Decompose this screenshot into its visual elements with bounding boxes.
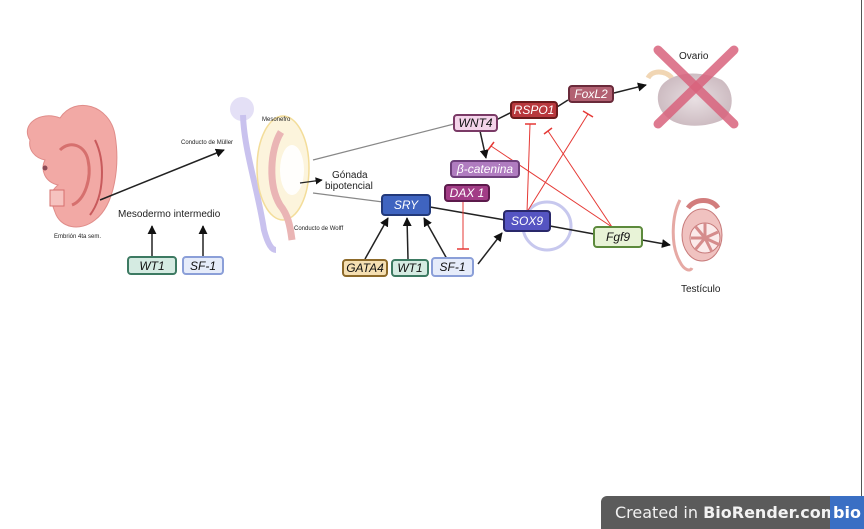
inhibit-sox9-to-rspo1 [526, 123, 531, 213]
gene-node-sry: SRY [381, 194, 431, 216]
gene-node-wt1: WT1 [391, 259, 429, 277]
arrow-gata4-to-sry [364, 217, 389, 260]
watermark-brand: BioRender.com [703, 503, 838, 522]
arrow-to-gonad [299, 177, 323, 185]
line-gonad-to-wnt4 [312, 123, 455, 161]
label-muller-duct: Conducto de Müller [181, 140, 234, 146]
label-testis: Testículo [681, 284, 721, 295]
gene-node-beta-catenin: β-catenina [450, 160, 520, 178]
arrow-fgf9-to-testis [641, 239, 671, 249]
label-embryo: Embrión 4ta sem. [54, 234, 102, 240]
gene-node-sf1: SF-1 [431, 257, 474, 277]
gene-node-gata4: GATA4 [342, 259, 388, 277]
gene-node-wt1-left: WT1 [127, 256, 177, 275]
gene-node-foxl2: FoxL2 [568, 85, 614, 103]
arrow-wnt4-to-betacatenin [479, 130, 489, 159]
line-wnt4-to-rspo1 [495, 111, 513, 121]
line-sox9-to-fgf9 [549, 225, 595, 235]
line-rspo1-to-foxl2 [556, 99, 569, 108]
mesonephros-illustration [230, 97, 310, 253]
activation-arrows [99, 82, 671, 265]
testis-illustration [671, 198, 723, 272]
label-gonad-line1: Gónada [332, 170, 368, 181]
inhibit-fgf9-to-rspo1 [547, 130, 613, 228]
arrow-embryo-to-muller [99, 148, 225, 201]
gene-node-fgf9: Fgf9 [593, 226, 643, 248]
embryo-illustration [26, 104, 118, 228]
biorender-watermark[interactable]: Created in BioRender.com bio [601, 496, 864, 529]
biorender-logo-icon: bio [830, 496, 864, 529]
line-sry-to-sox9 [429, 206, 506, 221]
gene-node-dax1: DAX 1 [444, 184, 490, 202]
label-gonad-line2: bipotencial [325, 181, 373, 192]
gene-node-rspo1: RSPO1 [510, 101, 558, 119]
inhibit-fgf9-to-wnt4 [490, 145, 613, 228]
inhibition-lines [457, 110, 613, 250]
label-wolff-duct: Conducto de Wolff [294, 226, 344, 232]
arrow-wt1-to-sry [402, 217, 412, 260]
arrow-foxl2-to-ovary [613, 82, 647, 94]
gene-node-sox9: SOX9 [503, 210, 551, 232]
gene-node-wnt4: WNT4 [453, 114, 498, 132]
inhibit-sox9-to-foxl2 [526, 113, 589, 213]
watermark-text: Created in BioRender.com [615, 503, 837, 522]
arrow-sf1-to-sry [423, 217, 448, 260]
label-mesoderm: Mesodermo intermedio [118, 209, 221, 220]
line-gonad-to-sry [312, 192, 384, 203]
ovary-illustration [645, 45, 739, 129]
cross-stroke [653, 45, 739, 129]
arrow-sf1-to-sox9 [477, 232, 503, 265]
watermark-prefix: Created in [615, 503, 704, 522]
label-ovary: Ovario [679, 51, 709, 62]
gene-node-sf1-left: SF-1 [182, 256, 224, 275]
window-border [861, 0, 862, 529]
label-mesonephros: Mesonefro [262, 117, 291, 123]
